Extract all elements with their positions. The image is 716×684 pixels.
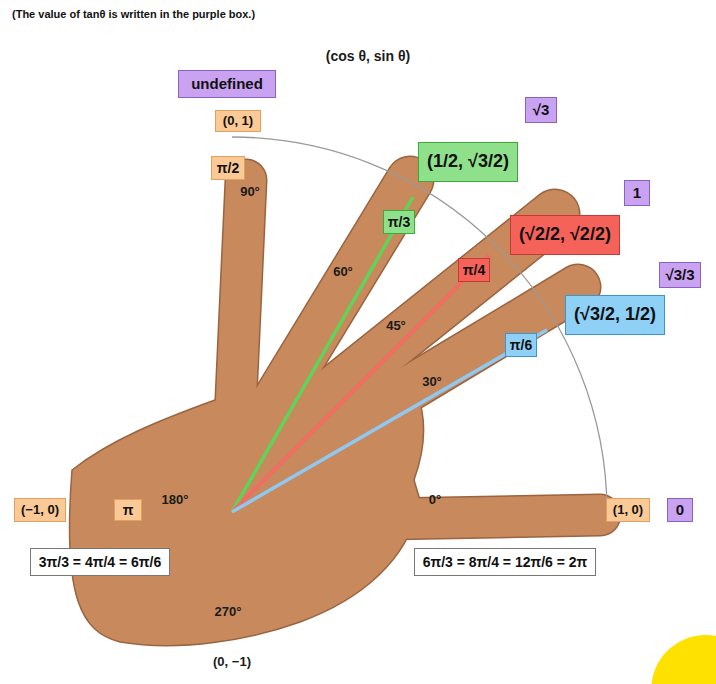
thumb xyxy=(330,515,600,520)
box-text: π/3 xyxy=(388,214,410,231)
coordinate-box: (1, 0) xyxy=(606,498,650,522)
coordinate-box: (−1, 0) xyxy=(14,498,66,522)
box-text: π/2 xyxy=(217,160,239,177)
box-text: (1, 0) xyxy=(613,502,643,518)
box-text: (1/2, √3/2) xyxy=(427,151,509,173)
box-text: √3 xyxy=(533,101,550,119)
degree-label: 180° xyxy=(162,492,189,508)
coordinate-box: (1/2, √3/2) xyxy=(418,142,518,182)
ray-30 xyxy=(232,330,547,512)
coordinate-box: (√3/2, 1/2) xyxy=(565,295,665,335)
thumb-outline xyxy=(330,515,600,520)
angle-box: π xyxy=(114,499,143,522)
radian-sum-box: 6π/3 = 8π/4 = 12π/6 = 2π xyxy=(414,548,597,577)
tangent-box: 1 xyxy=(624,180,650,206)
box-text: π/6 xyxy=(510,337,532,354)
tangent-box: 0 xyxy=(667,498,693,522)
coordinate-box: (√2/2, √2/2) xyxy=(510,215,620,255)
box-text: 3π/3 = 4π/4 = 6π/6 xyxy=(39,554,161,571)
coordinate-caption: (cos θ, sin θ) xyxy=(326,48,410,65)
box-text: (0, 1) xyxy=(223,113,253,129)
angle-box: π/2 xyxy=(211,156,245,181)
box-text: 0 xyxy=(676,501,684,519)
tangent-box: √3 xyxy=(525,97,558,123)
degree-label: 60° xyxy=(333,264,353,280)
ray-60 xyxy=(232,197,413,512)
index-finger xyxy=(340,287,578,430)
unit-circle-arc xyxy=(232,137,607,512)
angle-box: π/3 xyxy=(383,210,415,235)
coordinate-box: (0, 1) xyxy=(215,110,261,132)
tangent-box: √3/3 xyxy=(659,262,700,288)
degree-label: 90° xyxy=(240,184,260,200)
degree-label: 0° xyxy=(429,492,441,508)
radian-sum-box: 3π/3 = 4π/4 = 6π/6 xyxy=(30,548,170,577)
box-text: 6π/3 = 8π/4 = 12π/6 = 2π xyxy=(423,554,588,571)
pinky xyxy=(235,180,246,420)
tangent-box: undefined xyxy=(178,70,276,98)
figure-title: (The value of tanθ is written in the pur… xyxy=(12,8,255,20)
degree-label: 45° xyxy=(386,318,406,334)
box-text: π xyxy=(123,502,134,519)
coordinate-label: (0, −1) xyxy=(213,654,251,670)
degree-label: 30° xyxy=(422,374,442,390)
angle-box: π/4 xyxy=(458,258,490,283)
yellow-disc xyxy=(651,635,716,684)
box-text: (√3/2, 1/2) xyxy=(574,304,656,326)
box-text: (√2/2, √2/2) xyxy=(519,224,611,246)
box-text: undefined xyxy=(191,75,263,93)
box-text: √3/3 xyxy=(665,266,694,284)
box-text: π/4 xyxy=(463,262,485,279)
degree-label: 270° xyxy=(215,604,242,620)
box-text: 1 xyxy=(633,184,641,202)
pinky-outline xyxy=(235,180,246,420)
angle-box: π/6 xyxy=(505,333,537,358)
ray-45 xyxy=(232,255,489,512)
box-text: (−1, 0) xyxy=(21,502,59,518)
